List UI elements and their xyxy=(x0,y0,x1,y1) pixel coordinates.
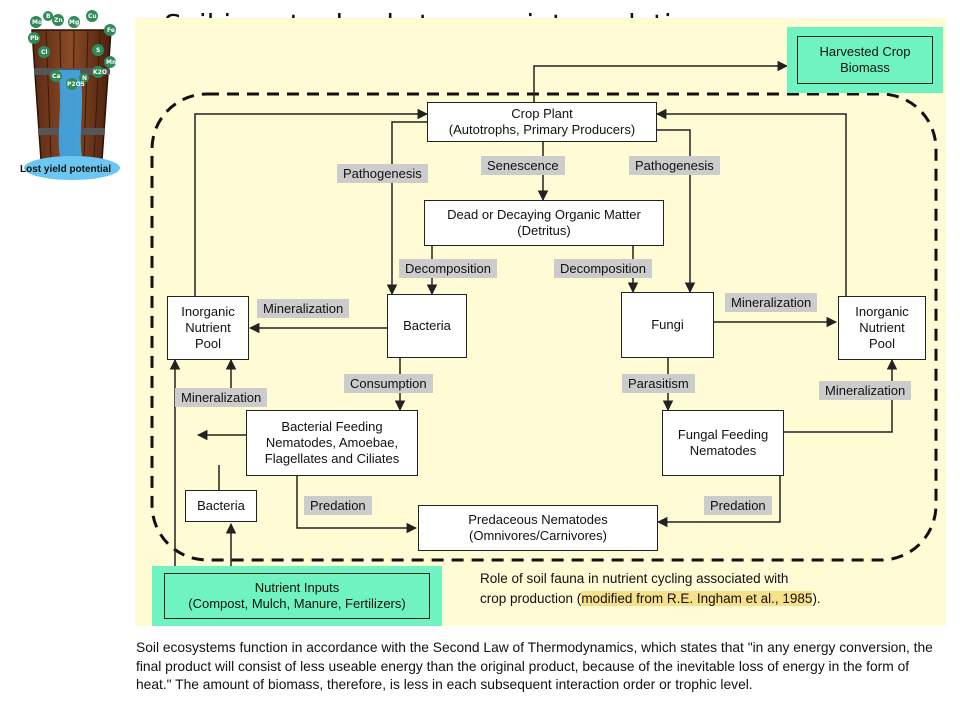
label-consumption: Consumption xyxy=(344,374,433,393)
harvested-crop-biomass-box: Harvested Crop Biomass xyxy=(787,27,943,93)
label-mineralization-lower-left: Mineralization xyxy=(175,388,268,407)
inorganic-pool-right-label: Inorganic Nutrient Pool xyxy=(855,303,909,352)
bucket-caption: Lost yield potential xyxy=(20,164,111,175)
caption-line-1: Role of soil fauna in nutrient cycling a… xyxy=(480,571,789,586)
predaceous-nematodes-label: Predaceous Nematodes (Omnivores/Carnivor… xyxy=(468,511,608,543)
nutrient-inputs-box: Nutrient Inputs (Compost, Mulch, Manure,… xyxy=(152,566,442,626)
nutrient-pb-label: Pb xyxy=(30,35,39,42)
nutrient-cl-label: Cl xyxy=(41,49,47,56)
nutrient-zn-label: Zn xyxy=(54,17,63,24)
bacteria-small-label: Bacteria xyxy=(197,497,245,513)
nutrient-b-label: B xyxy=(46,13,51,20)
nutrient-n-label: N xyxy=(82,75,87,82)
label-predation-right: Predation xyxy=(704,496,772,515)
label-senescence: Senescence xyxy=(481,156,565,175)
inorganic-pool-left-label: Inorganic Nutrient Pool xyxy=(181,303,235,352)
bacteria-box: Bacteria xyxy=(387,294,467,358)
predaceous-nematodes-box: Predaceous Nematodes (Omnivores/Carnivor… xyxy=(418,505,658,551)
dead-organic-matter-box: Dead or Decaying Organic Matter (Detritu… xyxy=(424,200,664,246)
caption-source-highlight: modified from R.E. Ingham et al., 1985 xyxy=(581,590,813,606)
fungal-feeding-label: Fungal Feeding Nematodes xyxy=(677,426,769,458)
nutrient-ca-label: Ca xyxy=(52,73,60,80)
nutrient-s-label: S xyxy=(96,47,100,54)
label-mineralization-left: Mineralization xyxy=(257,299,350,318)
figure-caption: Role of soil fauna in nutrient cycling a… xyxy=(480,569,821,608)
label-decomposition-left: Decomposition xyxy=(399,259,497,278)
fungal-feeding-box: Fungal Feeding Nematodes xyxy=(662,410,784,476)
caption-line-2-suffix: ). xyxy=(812,590,821,606)
dashed-soil-boundary xyxy=(150,92,938,562)
bacteria-small-box: Bacteria xyxy=(185,490,257,522)
bacterial-feeding-label: Bacterial Feeding Nematodes, Amoebae, Fl… xyxy=(264,418,400,467)
fungi-label: Fungi xyxy=(651,316,684,332)
dead-organic-matter-label: Dead or Decaying Organic Matter (Detritu… xyxy=(447,206,641,238)
nutrient-mo-label: Mo xyxy=(32,19,42,26)
inorganic-pool-right-box: Inorganic Nutrient Pool xyxy=(838,296,926,360)
thermodynamics-paragraph: Soil ecosystems function in accordance w… xyxy=(136,640,933,693)
lost-yield-bucket-logo: Mo B Zn Mg Cu Fe Pb Cl S Mn Ca N K2O P2O… xyxy=(20,10,120,180)
label-mineralization-right: Mineralization xyxy=(725,293,818,312)
nutrient-cu-label: Cu xyxy=(88,13,97,20)
label-pathogenesis-right: Pathogenesis xyxy=(629,156,720,175)
label-predation-left: Predation xyxy=(304,496,372,515)
label-parasitism: Parasitism xyxy=(622,374,695,393)
crop-plant-label: Crop Plant (Autotrophs, Primary Producer… xyxy=(448,105,636,137)
nutrient-k2o-label: K2O xyxy=(93,69,107,76)
fungi-box: Fungi xyxy=(621,292,714,358)
label-mineralization-lower-right: Mineralization xyxy=(819,381,912,400)
inorganic-pool-left-box: Inorganic Nutrient Pool xyxy=(167,296,249,360)
nutrient-inputs-label: Nutrient Inputs (Compost, Mulch, Manure,… xyxy=(188,579,406,611)
nutrient-p2o5-label: P2O5 xyxy=(67,81,85,88)
nutrient-fe-label: Fe xyxy=(107,27,115,34)
bacterial-feeding-box: Bacterial Feeding Nematodes, Amoebae, Fl… xyxy=(246,410,418,476)
harvested-crop-biomass-label: Harvested Crop Biomass xyxy=(819,43,911,75)
bacteria-label: Bacteria xyxy=(403,317,451,333)
label-pathogenesis-left: Pathogenesis xyxy=(337,164,428,183)
caption-line-2-prefix: crop production ( xyxy=(480,590,582,606)
crop-plant-box: Crop Plant (Autotrophs, Primary Producer… xyxy=(427,102,657,142)
label-decomposition-right: Decomposition xyxy=(554,259,652,278)
nutrient-mn-label: Mn xyxy=(106,59,116,66)
nutrient-mg-label: Mg xyxy=(69,19,79,26)
